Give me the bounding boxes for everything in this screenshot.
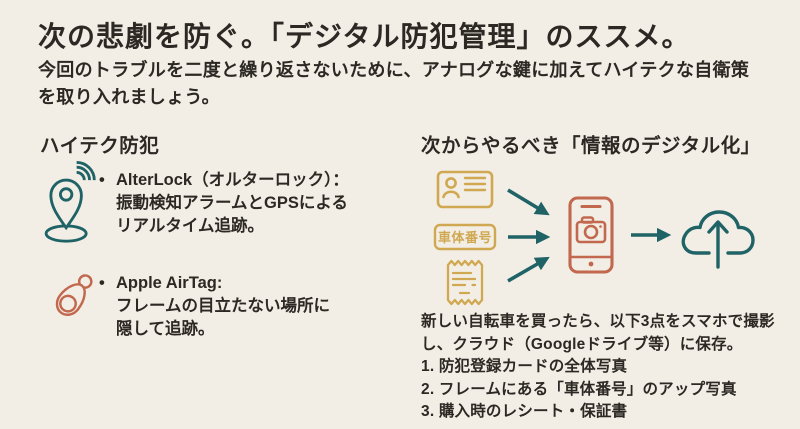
- bullet-marker: •: [99, 171, 105, 189]
- receipt-icon: [446, 259, 484, 306]
- airtag-keyring-icon: [42, 267, 94, 337]
- right-section-heading: 次からやるべき「情報のデジタル化」: [421, 135, 761, 157]
- note-line: 2. フレームにある「車体番号」のアップ写真: [421, 380, 737, 398]
- page-subtitle: 今回のトラブルを二度と繰り返さないために、アナログな鍵に加えてハイテクな自衛策 …: [38, 57, 749, 110]
- frame-number-badge: 車体番号: [433, 223, 497, 251]
- item-text-line: 振動検知アラームとGPSによる: [116, 194, 348, 212]
- frame-number-badge-label: 車体番号: [438, 230, 492, 245]
- item-text-line: Apple AirTag:: [116, 274, 223, 292]
- item-text-line: AlterLock（オルターロック）：: [116, 171, 349, 189]
- list-item: • Apple AirTag: フレームの目立たない場所に 隠して追跡。: [99, 272, 330, 341]
- subtitle-line: を取り入れましょう。: [38, 86, 220, 107]
- digitization-flow-diagram: 車体番号: [415, 160, 775, 310]
- smartphone-camera-icon: [568, 196, 614, 274]
- arrow-card-to-phone-icon: [507, 188, 550, 216]
- digitization-note: 新しい自転車を買ったら、以下3点をスマホで撮影 し、クラウド（Googleドライ…: [421, 311, 775, 424]
- list-item: • AlterLock（オルターロック）： 振動検知アラームとGPSによる リア…: [99, 169, 349, 238]
- gps-pin-signal-icon: [40, 161, 98, 245]
- note-line: 3. 購入時のレシート・保証書: [421, 403, 628, 421]
- page-title: 次の悲劇を防ぐ。「デジタル防犯管理」のススメ。: [38, 21, 691, 52]
- item-text-line: フレームの目立たない場所に: [116, 297, 331, 315]
- id-card-icon: [436, 170, 494, 209]
- note-line: し、クラウド（Googleドライブ等）に保存。: [421, 335, 743, 353]
- subtitle-line: 今回のトラブルを二度と繰り返さないために、アナログな鍵に加えてハイテクな自衛策: [38, 60, 750, 80]
- arrow-receipt-to-phone-icon: [507, 256, 550, 283]
- item-text-line: 隠して追跡。: [116, 320, 215, 338]
- left-section-heading: ハイテク防犯: [40, 135, 160, 157]
- cloud-upload-icon: [681, 210, 755, 269]
- note-line: 1. 防犯登録カードの全体写真: [421, 358, 628, 376]
- item-text-line: リアルタイム追跡。: [116, 217, 265, 235]
- note-line: 新しい自転車を買ったら、以下3点をスマホで撮影: [421, 313, 775, 330]
- bullet-marker: •: [99, 274, 105, 292]
